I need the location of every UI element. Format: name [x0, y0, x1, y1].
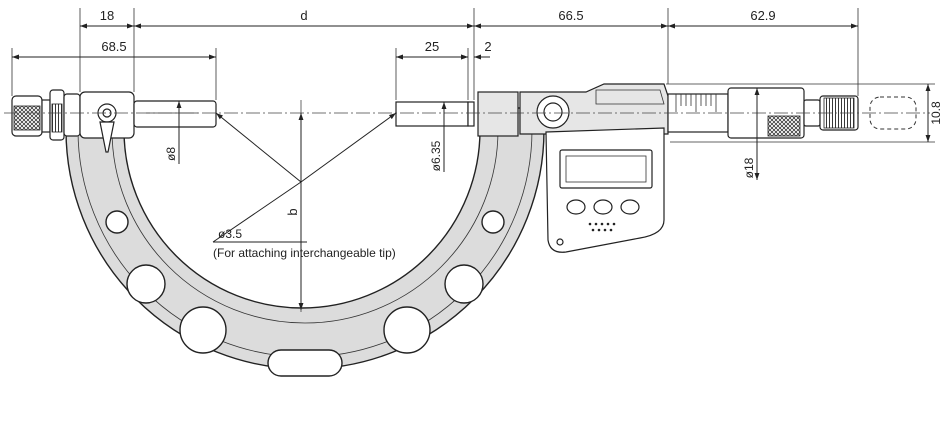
- frame: [65, 107, 545, 377]
- extension-lines: [11, 8, 935, 143]
- display-unit: [545, 127, 665, 253]
- label-interchangeable-tip: (For attaching interchangeable tip): [213, 246, 396, 260]
- button-hold: [620, 199, 640, 215]
- frame-hole: [179, 306, 227, 354]
- label-dia8: ø8: [164, 147, 178, 161]
- label-dia6-35: ø6.35: [429, 140, 443, 171]
- label-d: d: [300, 8, 307, 23]
- frame-slot: [267, 349, 343, 377]
- dimension-lines: [12, 23, 931, 310]
- leader-tip-left: [215, 112, 302, 183]
- label-dia3-5: ø3.5: [218, 227, 242, 241]
- anvil-spindle: [133, 100, 217, 128]
- label-10-8: 10.8: [929, 101, 943, 125]
- label-68-5: 68.5: [101, 39, 126, 54]
- leader-hole: [212, 181, 302, 243]
- leader-tip-right: [300, 112, 397, 183]
- frame-hole: [444, 264, 484, 304]
- label-25: 25: [425, 39, 439, 54]
- label-66-5: 66.5: [558, 8, 583, 23]
- anvil-assembly: [11, 89, 217, 153]
- label-18: 18: [100, 8, 114, 23]
- spindle-sleeve: [477, 91, 519, 137]
- frame-hole: [105, 210, 129, 234]
- button-origin: [566, 199, 586, 215]
- frame-hole: [126, 264, 166, 304]
- label-62-9: 62.9: [750, 8, 775, 23]
- button-zero: [593, 199, 613, 215]
- spindle-face: [395, 91, 519, 137]
- label-2: 2: [484, 39, 491, 54]
- frame-hole: [481, 210, 505, 234]
- digital-head: [519, 83, 669, 253]
- lcd-screen: [559, 149, 653, 189]
- dimension-labels: 18 d 66.5 62.9 68.5 25 2 10.8 ø8 ø6.35 ø…: [100, 8, 943, 260]
- label-dia18: ø18: [742, 157, 756, 178]
- label-b: b: [285, 208, 300, 215]
- frame-hole: [383, 306, 431, 354]
